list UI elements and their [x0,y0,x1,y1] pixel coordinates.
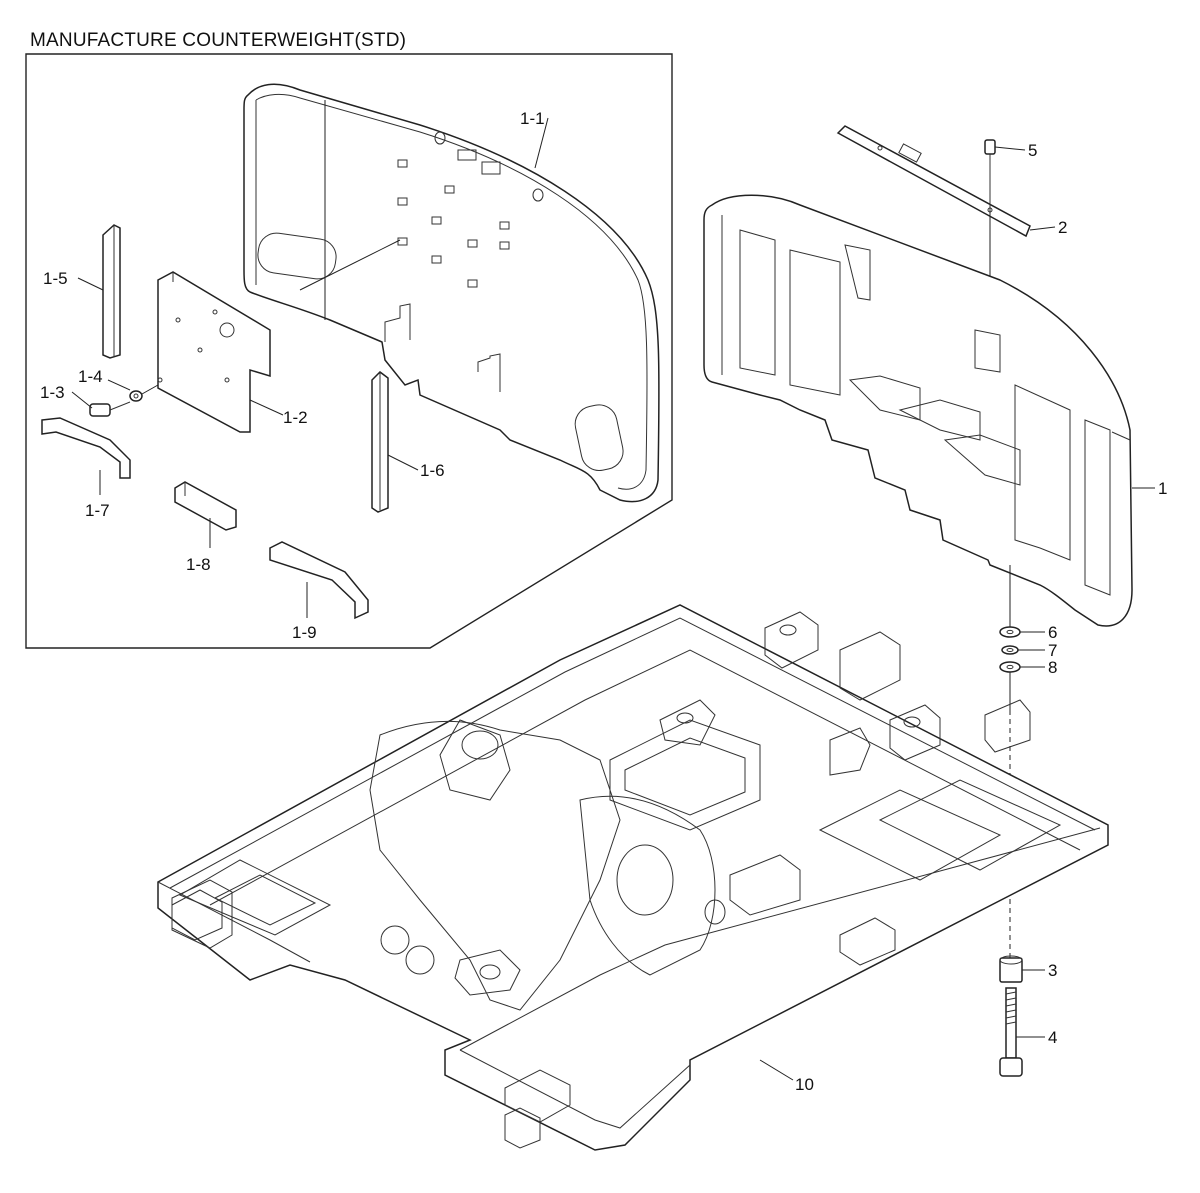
callout-labels: 1-1 1-2 1-3 1-4 1-5 1-6 1-7 1-8 1-9 1 2 … [40,109,1167,1094]
part-3-spacer [999,955,1023,983]
callout-1-8: 1-8 [186,555,211,574]
callout-1-7: 1-7 [85,501,110,520]
callout-7: 7 [1048,641,1057,660]
callout-6: 6 [1048,623,1057,642]
callout-4: 4 [1048,1028,1057,1047]
callout-2: 2 [1058,218,1067,237]
subassembly-outline [25,53,673,649]
part-7-washer [1001,645,1019,655]
part-1-6-bar [371,371,389,513]
part-1-1-counterweight-shell [243,83,660,503]
callout-1-4: 1-4 [78,367,103,386]
callout-5: 5 [1028,141,1037,160]
part-10-upper-frame [157,604,1109,1151]
part-2-cover-plate [836,125,1031,238]
part-4-bolt [999,987,1023,1077]
part-1-5-bar [102,224,121,359]
part-1-3-bolt [89,401,131,417]
part-1-8-block [174,481,237,531]
callout-10: 10 [795,1075,814,1094]
leader-lines [71,117,1155,1081]
part-6-washer [999,626,1021,638]
callout-1-6: 1-6 [420,461,445,480]
diagram-title: MANUFACTURE COUNTERWEIGHT(STD) [30,30,407,51]
callout-3: 3 [1048,961,1057,980]
part-1-4-washer [129,390,143,402]
part-8-washer [999,661,1021,673]
callout-1-3: 1-3 [40,383,65,402]
part-1-7-block [41,417,131,479]
part-1-9-block [269,541,369,620]
part-5-bolt [984,139,996,210]
callout-1-2: 1-2 [283,408,308,427]
callout-8: 8 [1048,658,1057,677]
callout-1: 1 [1158,479,1167,498]
part-1-counterweight [703,194,1133,627]
callout-1-1: 1-1 [520,109,545,128]
callout-1-5: 1-5 [43,269,68,288]
part-1-2-plate [157,271,271,433]
callout-1-9: 1-9 [292,623,317,642]
